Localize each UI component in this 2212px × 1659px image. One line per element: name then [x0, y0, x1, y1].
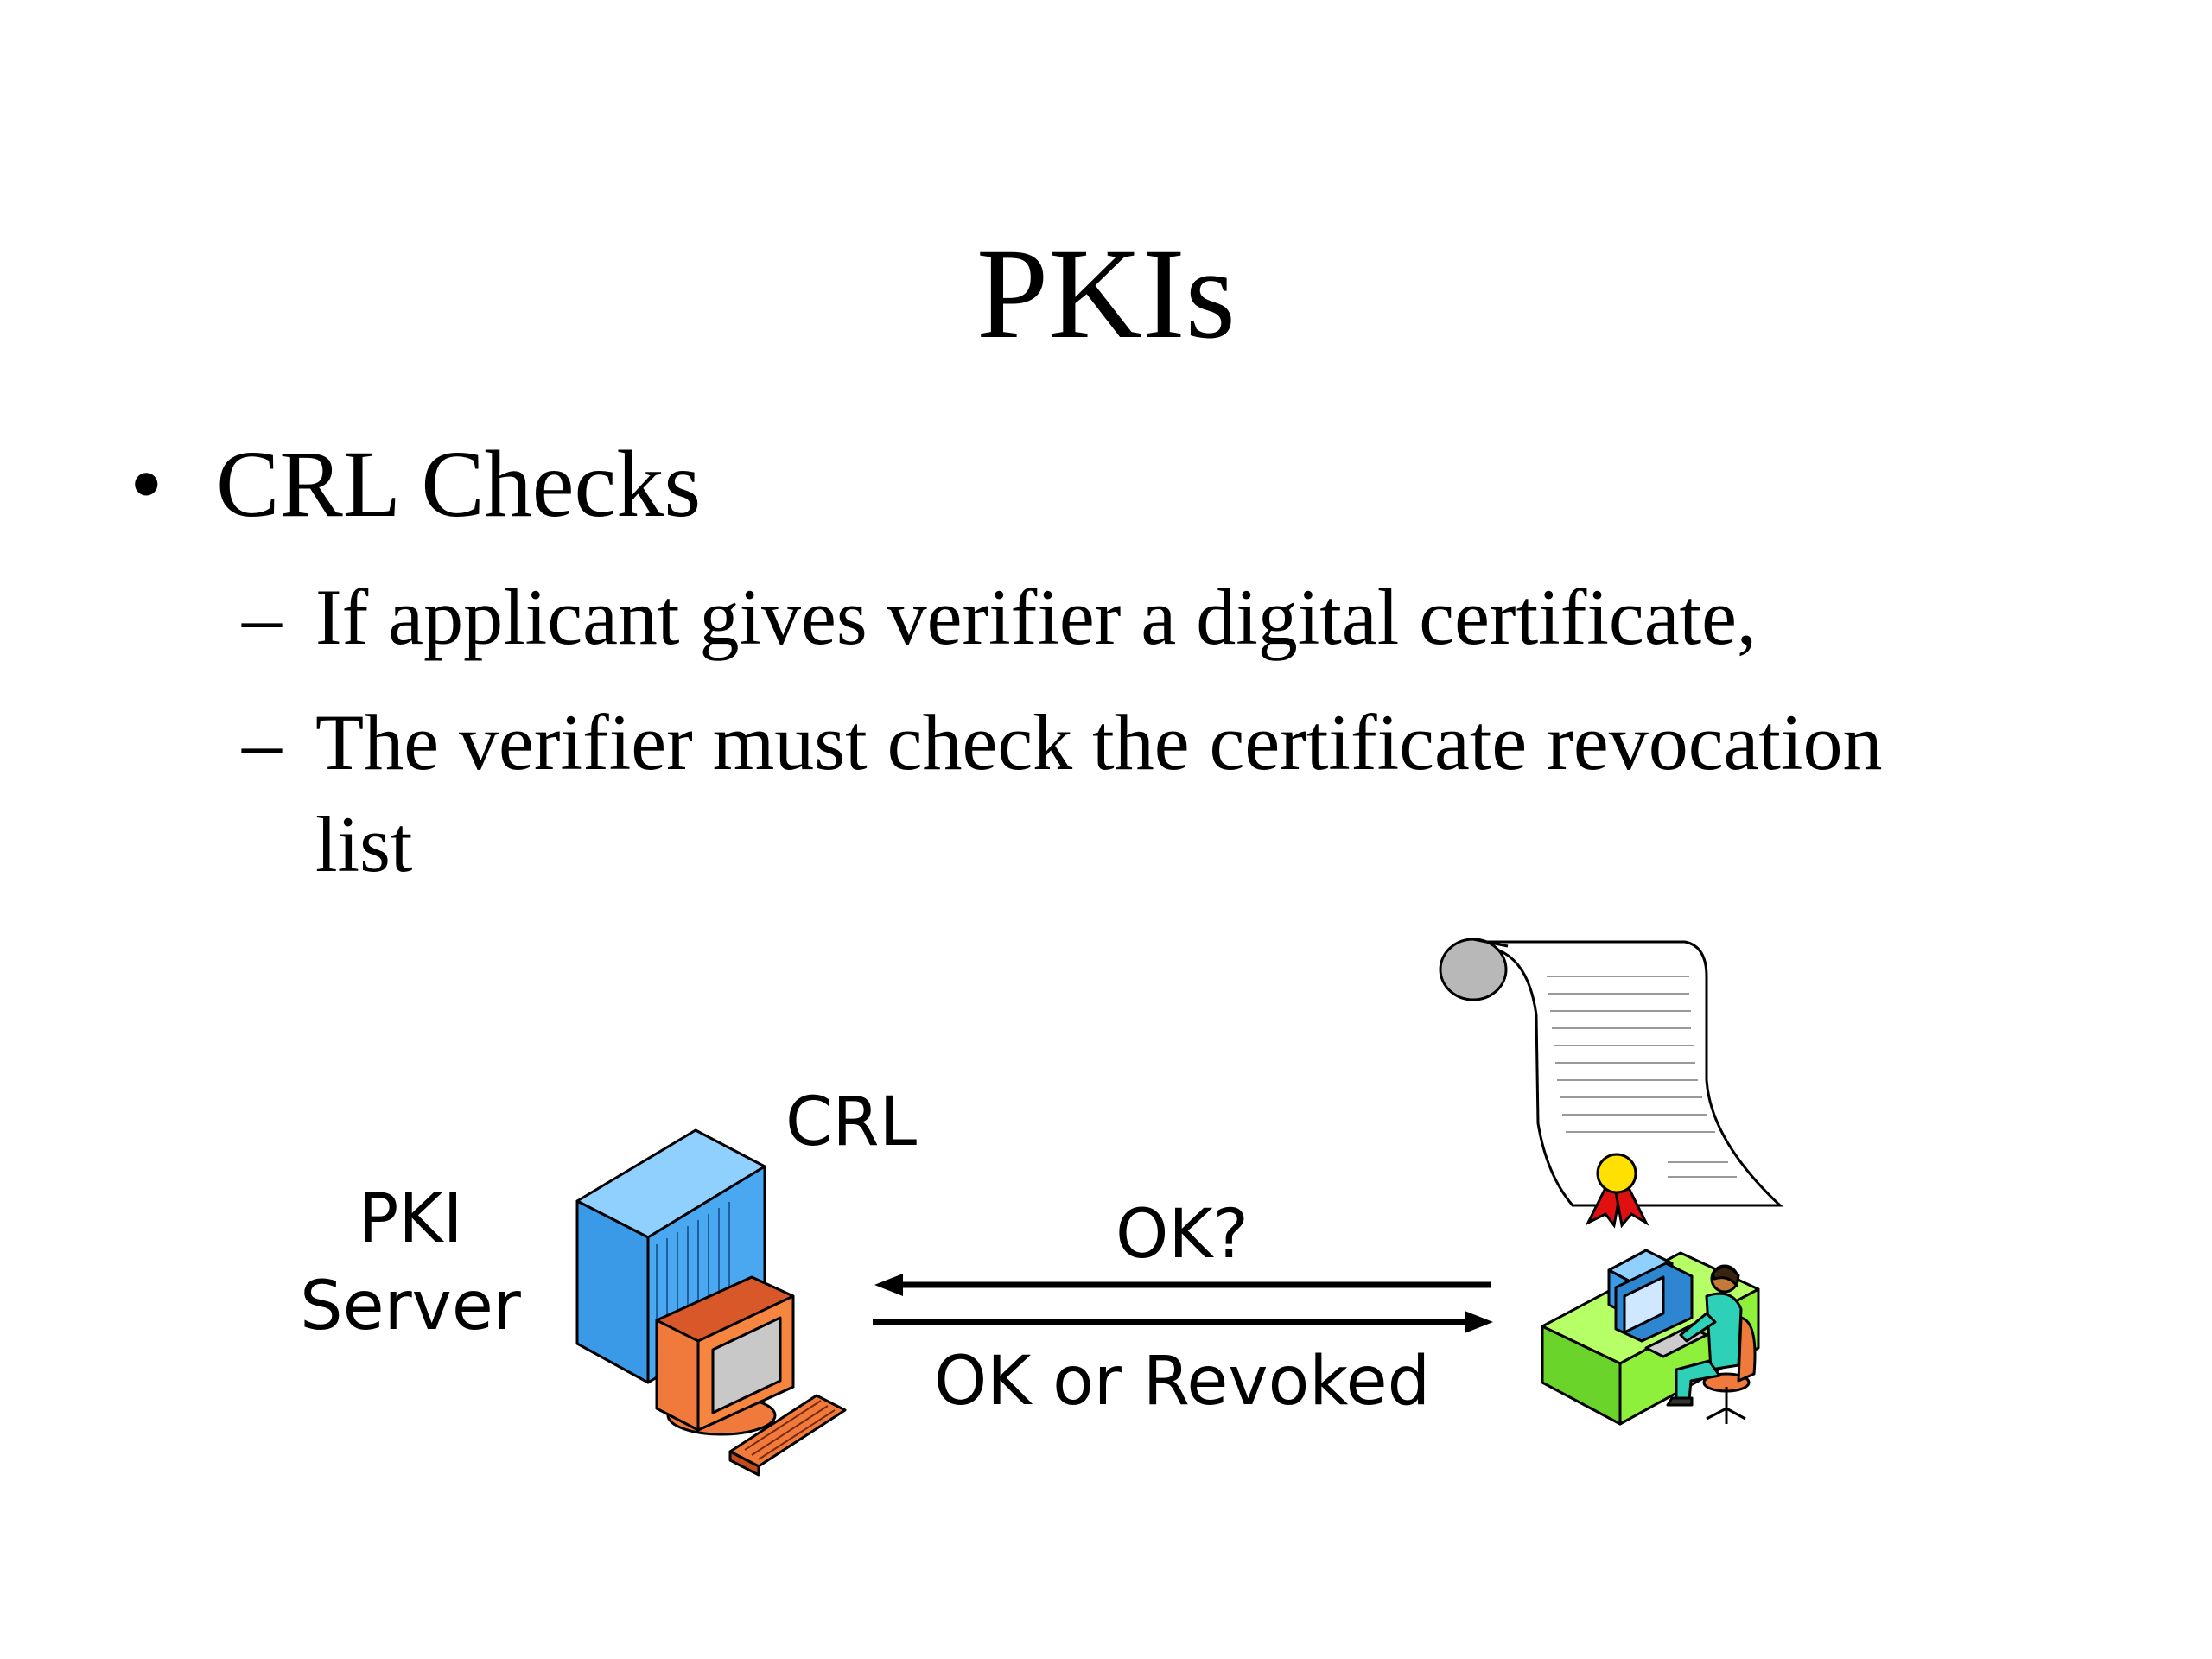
verifier-workstation-icon	[1541, 1249, 1760, 1426]
response-arrow	[873, 1311, 1493, 1333]
sub-bullet-2-continuation: list	[315, 800, 413, 888]
request-label: OK?	[1116, 1196, 1249, 1274]
sub-bullet-marker: –	[242, 573, 282, 661]
slide-title: PKIs	[976, 222, 1236, 365]
request-arrow	[874, 1274, 1491, 1296]
sub-bullet-text: The verifier must check the certificate …	[315, 698, 1883, 786]
sub-bullet-marker: –	[242, 698, 282, 786]
pki-server-label-line1: PKI	[358, 1180, 462, 1258]
sub-bullet-text: If applicant gives verifier a digital ce…	[315, 573, 1757, 661]
server-computer-icon	[575, 1128, 847, 1477]
crl-label: CRL	[785, 1084, 918, 1161]
pki-server-label-line2: Server	[300, 1268, 522, 1345]
certificate-scroll-icon	[1439, 938, 1783, 1229]
response-label: OK or Revoked	[934, 1343, 1430, 1421]
bullet-marker: •	[130, 431, 163, 537]
bullet-text: CRL Checks	[216, 431, 702, 537]
